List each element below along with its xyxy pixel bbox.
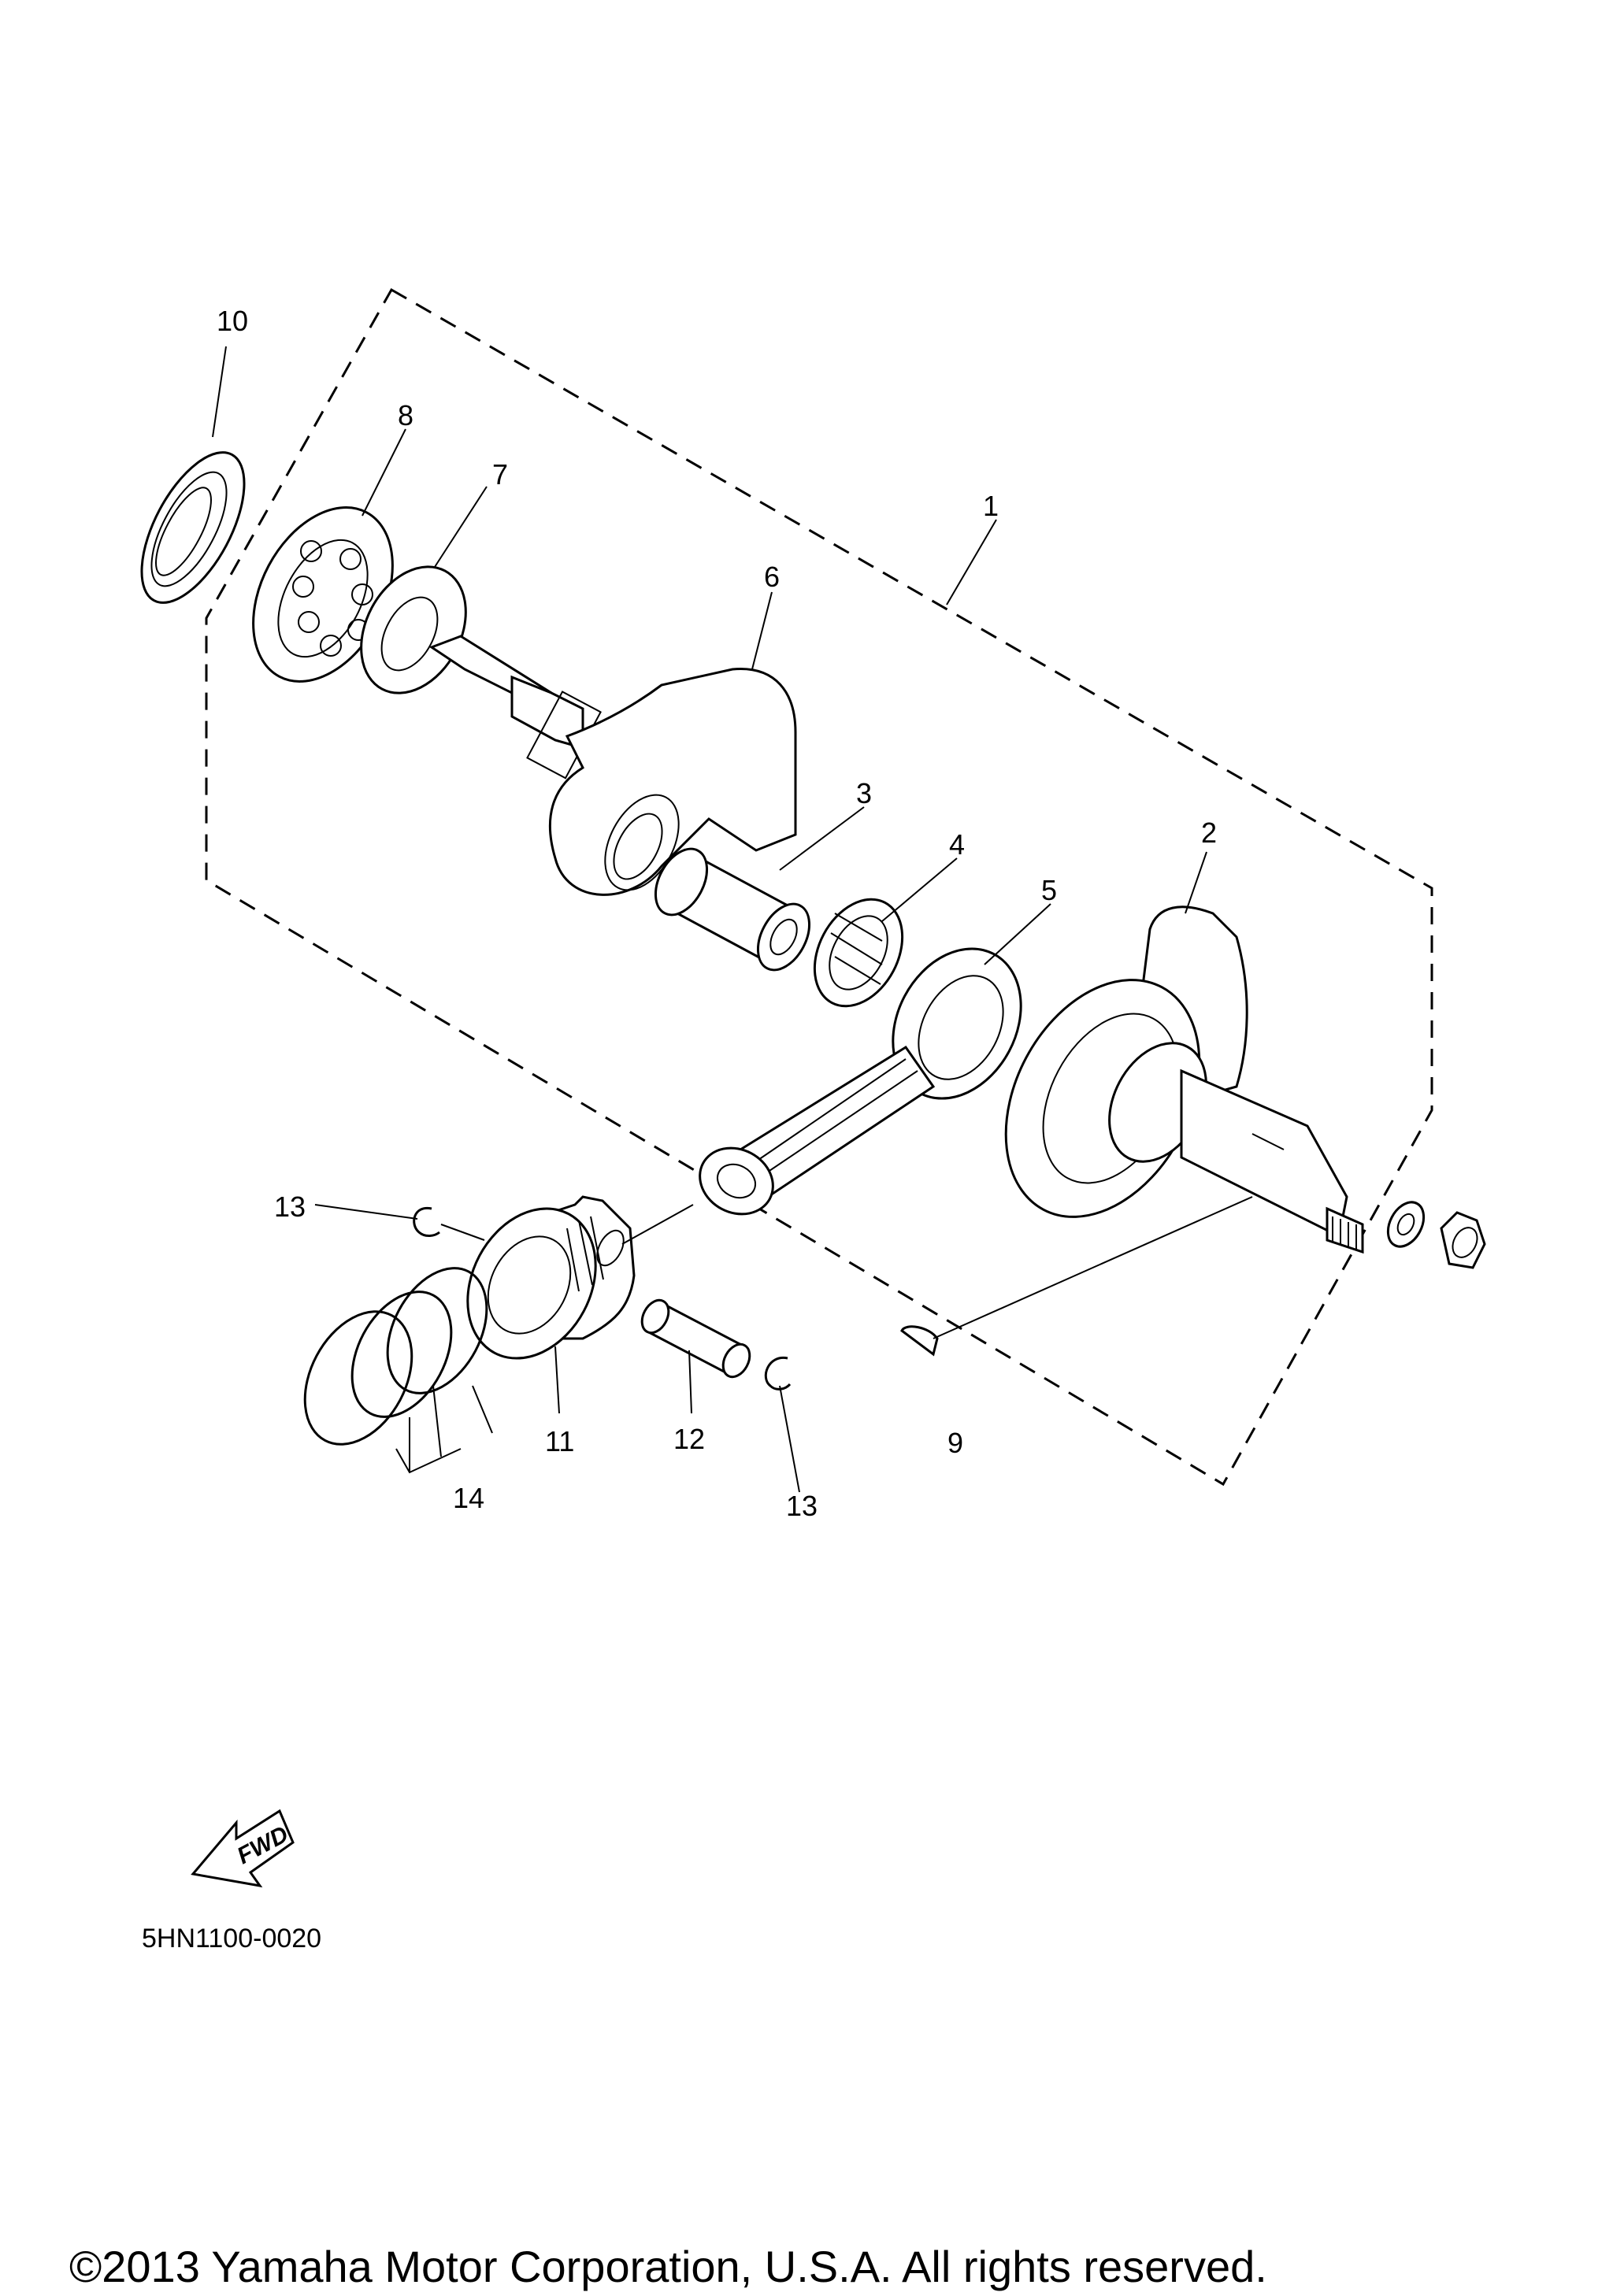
diagram-code: 5HN1100-0020 [142,1924,321,1953]
part-woodruff-key[interactable] [900,1325,939,1357]
forward-direction-indicator: FWD [191,1809,295,1888]
callout-6: 6 [764,561,780,593]
part-piston-pin[interactable] [636,1296,755,1382]
copyright-notice: ©2013 Yamaha Motor Corporation, U.S.A. A… [69,2242,1267,2291]
callout-3: 3 [856,777,872,809]
callout-10: 10 [217,305,248,337]
part-bearing[interactable] [225,483,421,705]
callout-13-lower: 13 [786,1490,818,1522]
callout-1: 1 [983,490,999,522]
part-crank-left[interactable] [428,635,797,902]
callout-13-upper: 13 [274,1191,306,1223]
callout-14: 14 [453,1482,484,1514]
callout-7: 7 [492,458,508,491]
callout-9: 9 [947,1427,963,1459]
part-crank-right[interactable] [967,905,1364,1254]
part-circlip-upper[interactable] [413,1206,440,1237]
part-piston[interactable] [443,1186,636,1380]
assembly-boundary [205,287,1433,1487]
leader-lines [212,346,1253,1493]
part-circlip-lower[interactable] [764,1357,792,1391]
part-washer[interactable] [1381,1196,1430,1253]
callout-labels: 1 2 3 4 5 6 7 8 9 10 11 12 13 13 14 [217,305,1217,1522]
part-nut[interactable] [1440,1211,1486,1269]
callout-12: 12 [673,1423,705,1455]
callout-2: 2 [1201,817,1217,849]
part-needle-bearing[interactable] [797,884,920,1021]
part-spacer[interactable] [340,549,487,711]
callout-5: 5 [1041,874,1057,906]
callout-8: 8 [398,399,413,431]
callout-4: 4 [949,828,965,861]
part-crank-pin[interactable] [645,840,820,979]
forward-arrow-icon [191,1809,295,1888]
part-oil-seal[interactable] [121,437,265,618]
part-connecting-rod[interactable] [688,926,1046,1226]
part-piston-ring-set[interactable] [284,1251,507,1463]
callout-11: 11 [545,1425,574,1457]
